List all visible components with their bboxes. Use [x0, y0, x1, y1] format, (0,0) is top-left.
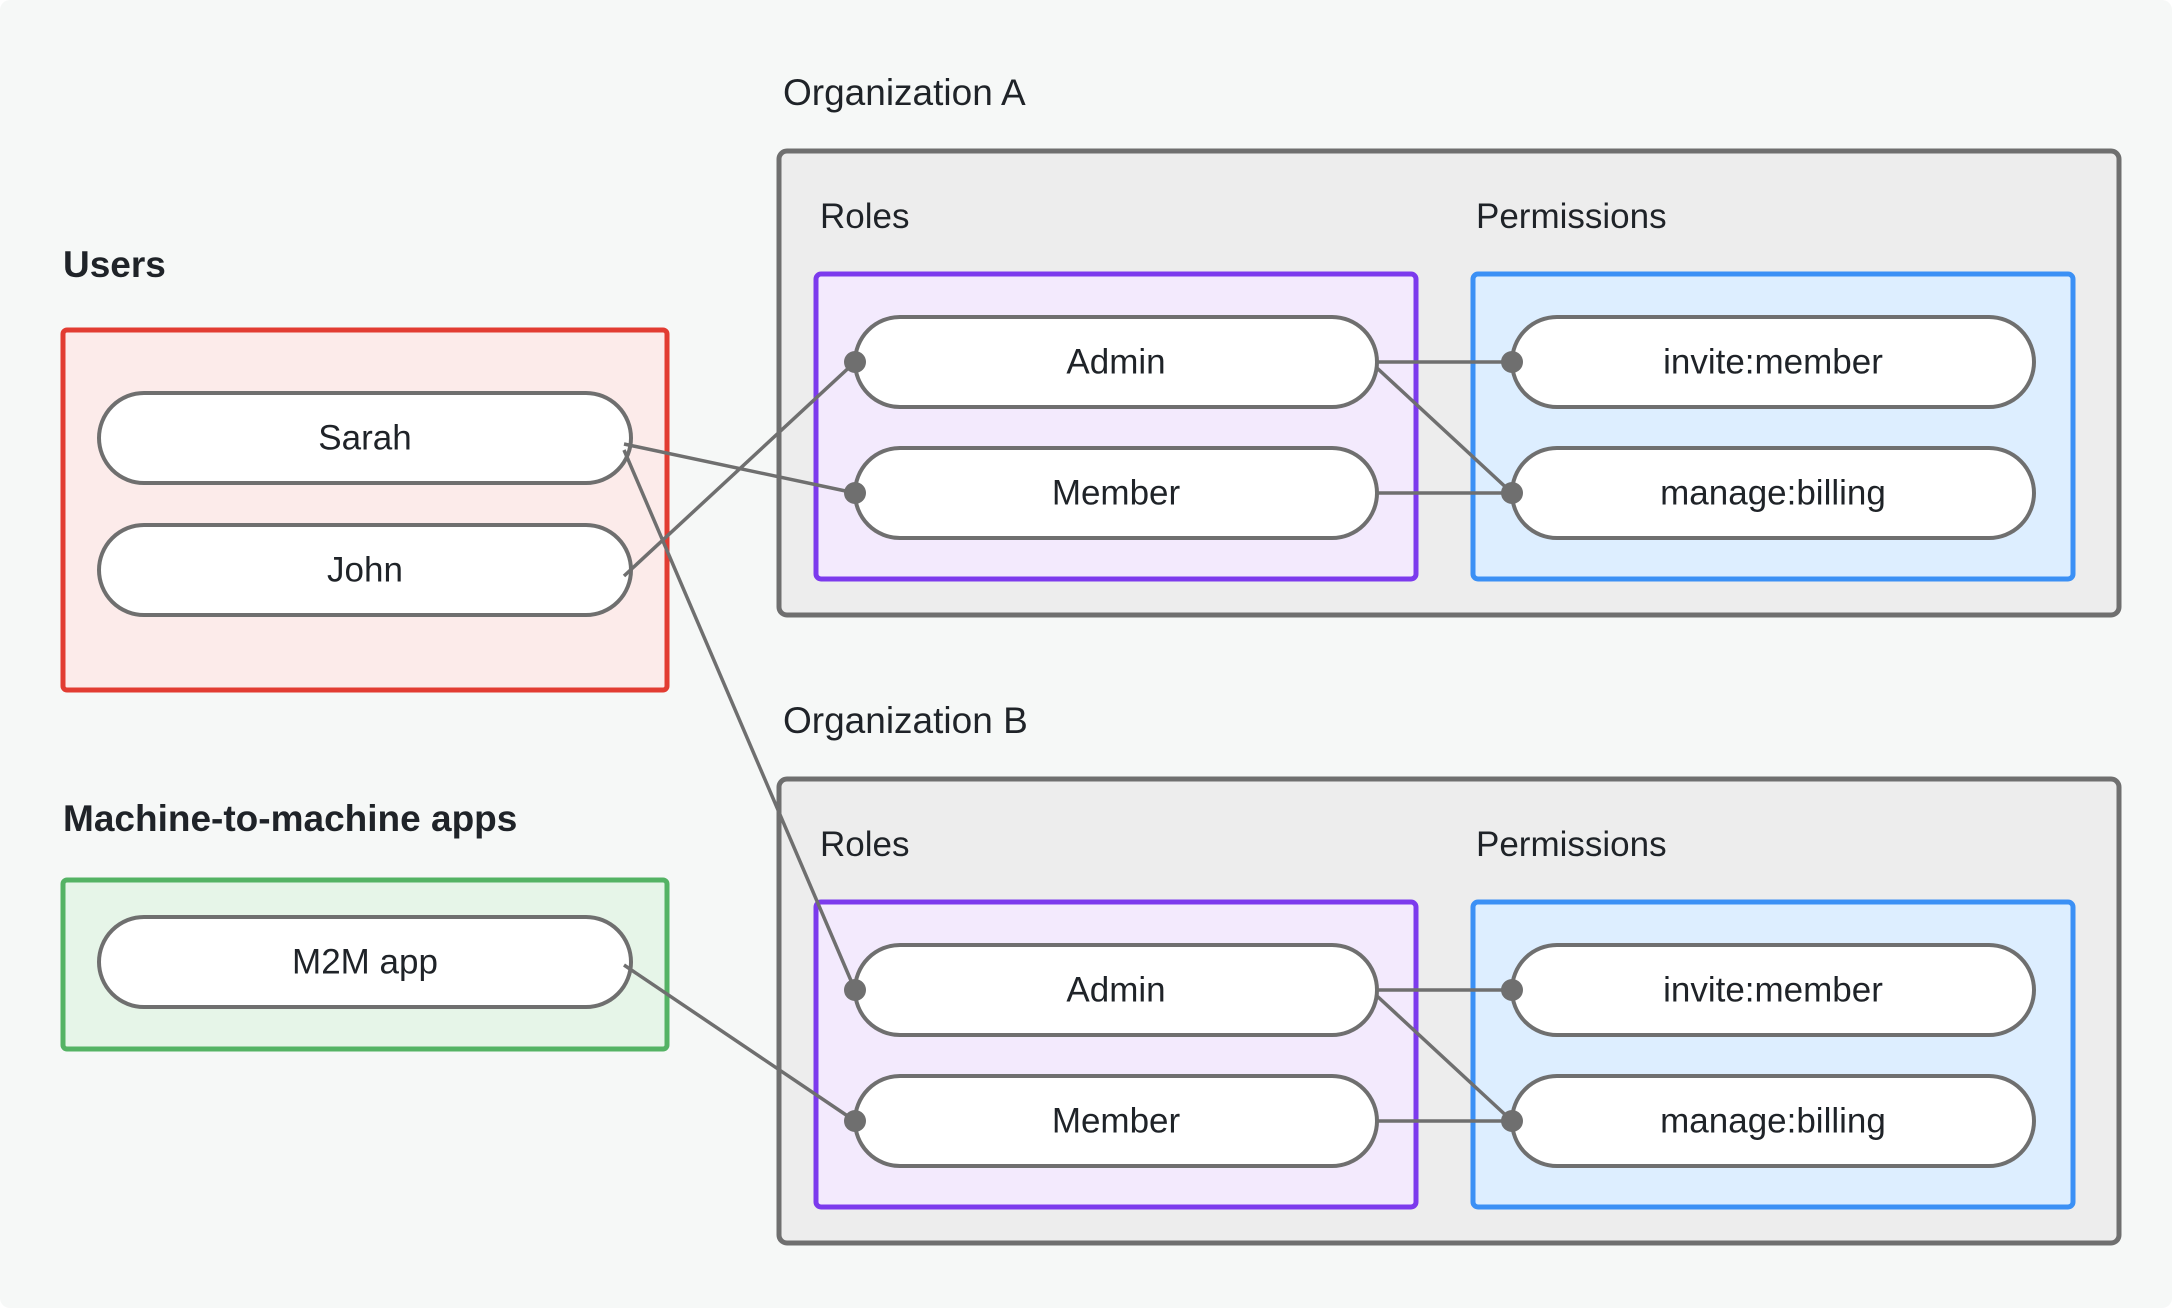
user-sarah[interactable]	[97, 391, 633, 485]
org-a-title: Organization A	[783, 72, 1026, 113]
edge-dot-org-a-invite-member-in	[1501, 351, 1523, 373]
org-b-title: Organization B	[783, 700, 1028, 741]
org-b-role-admin-label: Admin	[1066, 970, 1165, 1009]
m2m-group-title: Machine-to-machine apps	[63, 798, 517, 839]
org-a-permission-manage-billing-label: manage:billing	[1660, 473, 1886, 512]
edge-dot-org-b-invite-member-in	[1501, 979, 1523, 1001]
edge-m2m-to-org-b-member	[623, 963, 856, 1123]
org-b-permissions-title: Permissions	[1476, 825, 1667, 864]
edge-org-b-admin-to-manage-billing	[1375, 994, 1514, 1123]
org-a-permission-invite-member-label: invite:member	[1663, 342, 1883, 381]
org-a-role-admin-label: Admin	[1066, 342, 1165, 381]
org-b-permission-invite-member-label: invite:member	[1663, 970, 1883, 1009]
edge-dot-org-a-member-in	[844, 482, 866, 504]
org-b-roles-title: Roles	[820, 825, 909, 864]
org-a-roles-title: Roles	[820, 197, 909, 236]
edge-org-a-admin-to-manage-billing	[1375, 366, 1514, 495]
org-a-role-member-label: Member	[1052, 473, 1181, 512]
user-john-label: John	[327, 550, 403, 589]
edge-dot-org-a-admin-in	[844, 351, 866, 373]
edge-dot-org-a-manage-billing-in	[1501, 482, 1523, 504]
m2m-app-label: M2M app	[292, 942, 438, 981]
org-b-permission-manage-billing-label: manage:billing	[1660, 1101, 1886, 1140]
m2m-app[interactable]	[97, 915, 633, 1009]
org-a-permissions-title: Permissions	[1476, 197, 1667, 236]
edge-dot-org-b-admin-in	[844, 979, 866, 1001]
edge-layer	[622, 351, 1523, 1132]
users-group-box[interactable]	[60, 327, 670, 693]
edge-dot-org-b-manage-billing-in	[1501, 1110, 1523, 1132]
edge-john-to-org-a-admin	[622, 360, 857, 578]
edge-dot-org-b-member-in	[844, 1110, 866, 1132]
users-group-title: Users	[63, 244, 166, 285]
org-b-role-member-label: Member	[1052, 1101, 1181, 1140]
user-sarah-label: Sarah	[318, 418, 411, 457]
